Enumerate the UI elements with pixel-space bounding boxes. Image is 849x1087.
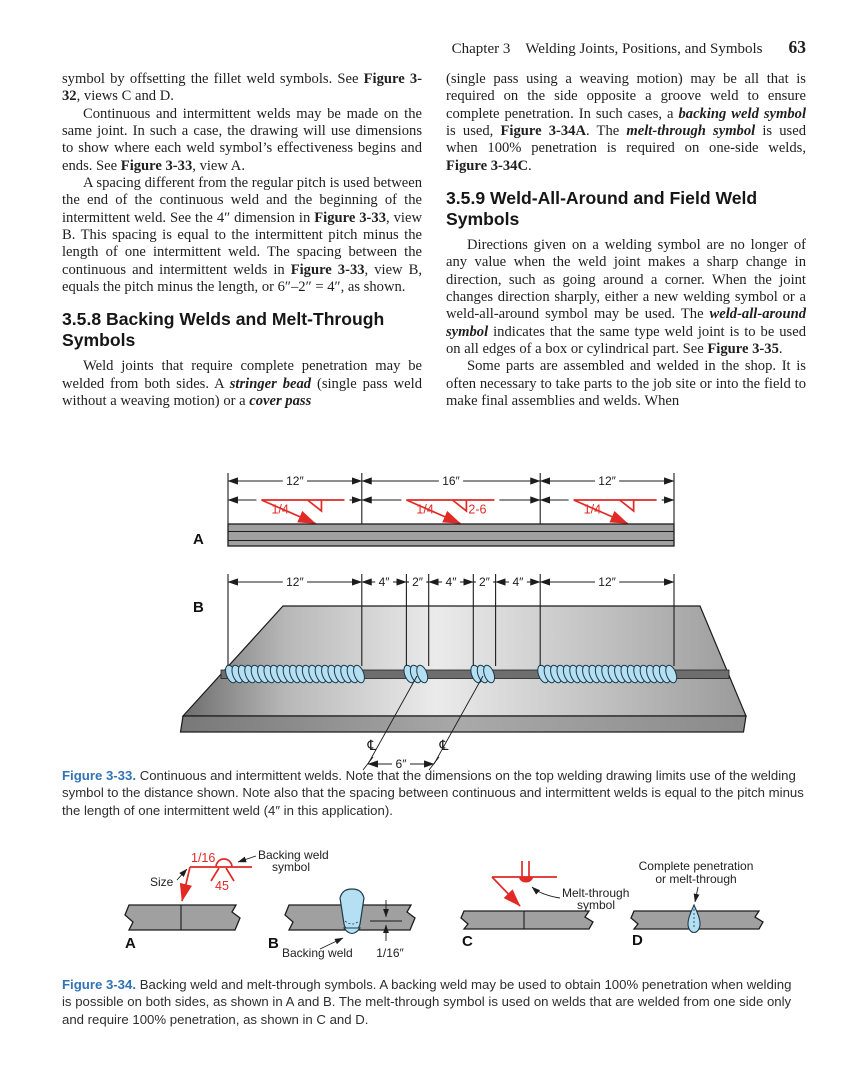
groove-angle: 45 bbox=[215, 879, 229, 893]
melt-through-symbol-shape bbox=[519, 877, 533, 883]
paragraph: Some parts are assembled and welded in t… bbox=[446, 358, 806, 410]
diagram-b-backing-weld: Backing weld 1/16″ B bbox=[268, 888, 416, 960]
backing-weld-symbol-callout: Backing weld bbox=[258, 848, 329, 862]
paragraph: (single pass using a weaving motion) may… bbox=[446, 71, 807, 174]
centerline-symbol: ℄ bbox=[367, 738, 377, 754]
size-callout: Size bbox=[150, 875, 174, 889]
svg-text:12″: 12″ bbox=[286, 575, 304, 589]
paragraph: A spacing different from the regular pit… bbox=[62, 175, 422, 296]
svg-text:2-6: 2-6 bbox=[468, 503, 486, 517]
figure-3-33-caption-label: Figure 3-33. bbox=[62, 768, 137, 783]
figure-3-34-caption-text: Backing weld and melt-through symbols. A… bbox=[62, 977, 792, 1027]
svg-text:4″: 4″ bbox=[446, 575, 458, 589]
diagram-c-melt-through-symbol: Melt-through symbol C bbox=[460, 861, 629, 950]
svg-text:4″: 4″ bbox=[512, 575, 524, 589]
penetration-note: Complete penetration bbox=[639, 859, 754, 873]
penetration-note: or melt-through bbox=[655, 872, 736, 886]
svg-text:12″: 12″ bbox=[598, 474, 616, 488]
diagram-d-complete-penetration: Complete penetration or melt-through D bbox=[630, 859, 764, 949]
figure-3-33-caption-text: Continuous and intermittent welds. Note … bbox=[62, 768, 804, 818]
diagram-a-label: A bbox=[125, 935, 136, 952]
figure-3-33-caption: Figure 3-33. Continuous and intermittent… bbox=[62, 767, 804, 819]
svg-text:2″: 2″ bbox=[412, 575, 424, 589]
centerline-leader bbox=[433, 675, 484, 765]
svg-text:12″: 12″ bbox=[286, 474, 304, 488]
weld-bead-shape bbox=[339, 888, 365, 932]
right-column: (single pass using a weaving motion) may… bbox=[446, 71, 806, 411]
figure-3-34-caption: Figure 3-34. Backing weld and melt-throu… bbox=[62, 976, 804, 1028]
centerline-symbol: ℄ bbox=[439, 738, 449, 754]
diagram-a-backing-weld-symbol: 1/16 45 Size Backing weld symbol A bbox=[124, 848, 329, 952]
penetration-dimension: 1/16″ bbox=[376, 946, 404, 960]
view-b-label: B bbox=[193, 599, 204, 616]
paragraph: Continuous and intermittent welds may be… bbox=[62, 105, 422, 174]
weld-size-value: 1/16 bbox=[191, 851, 215, 865]
backing-weld-symbol-arc bbox=[215, 858, 233, 868]
centerline-leader bbox=[367, 675, 418, 765]
diagram-c-label: C bbox=[462, 933, 473, 950]
backing-weld-bulge bbox=[342, 927, 362, 935]
diagram-d-label: D bbox=[632, 932, 643, 949]
svg-text:16″: 16″ bbox=[442, 474, 460, 488]
view-a-label: A bbox=[193, 531, 204, 548]
svg-text:12″: 12″ bbox=[598, 575, 616, 589]
svg-text:4″: 4″ bbox=[379, 575, 391, 589]
paragraph: Directions given on a welding symbol are… bbox=[446, 237, 806, 358]
left-column: symbol by offsetting the fillet weld sym… bbox=[62, 71, 422, 411]
section-heading-358: 3.5.8 Backing Welds and Melt-Through Sym… bbox=[62, 309, 385, 351]
chapter-label: Chapter 3 bbox=[451, 41, 511, 57]
chapter-title: Welding Joints, Positions, and Symbols bbox=[525, 41, 763, 57]
section-heading-359: 3.5.9 Weld-All-Around and Field Weld Sym… bbox=[446, 188, 758, 230]
paragraph: Weld joints that require complete penetr… bbox=[62, 358, 422, 410]
page-number: 63 bbox=[788, 37, 807, 57]
pitch-dimension: 6″ bbox=[396, 757, 408, 771]
backing-weld-callout: Backing weld bbox=[282, 946, 353, 960]
weld-beads bbox=[225, 664, 678, 684]
backing-weld-symbol-callout: symbol bbox=[272, 860, 310, 874]
figure-3-34-caption-label: Figure 3-34. bbox=[62, 977, 137, 992]
paragraph: symbol by offsetting the fillet weld sym… bbox=[62, 71, 422, 105]
melt-through-callout: Melt-through bbox=[562, 886, 629, 900]
view-b-weld-drawing: 12″ 4″ 2″ 4″ 2″ 4″ 12″ ℄ ℄ 6″ B bbox=[179, 574, 747, 771]
diagram-b-label: B bbox=[268, 935, 279, 952]
figure-3-34-drawing: 1/16 45 Size Backing weld symbol A Backi… bbox=[124, 848, 764, 960]
page-header: Chapter 3 Welding Joints, Positions, and… bbox=[452, 37, 806, 58]
melt-through-callout: symbol bbox=[577, 898, 615, 912]
svg-text:2″: 2″ bbox=[479, 575, 491, 589]
